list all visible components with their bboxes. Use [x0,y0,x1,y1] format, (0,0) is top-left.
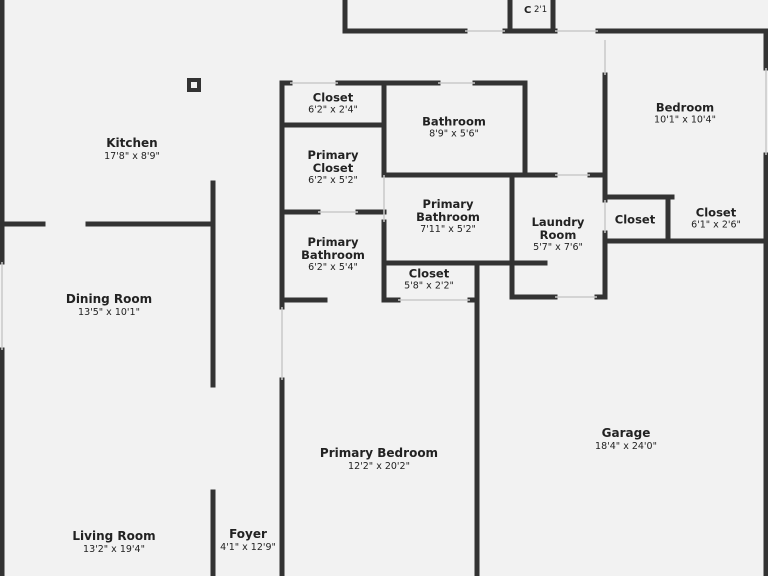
room-dimensions: 6'2" x 5'2" [308,175,358,187]
room-name: Kitchen [106,136,158,151]
room-dimensions: 6'2" x 5'4" [308,262,358,274]
room-bathroom: Bathroom 8'9" x 5'6" [422,115,486,140]
room-name: Bedroom [655,100,715,115]
room-laundry-room: Laundry Room 5'7" x 7'6" [531,214,585,254]
room-name: Closet [614,212,656,227]
room-living-room: Living Room 13'2" x 19'4" [72,529,156,556]
room-dimensions: 18'4" x 24'0" [595,440,657,452]
room-garage: Garage 18'4" x 24'0" [595,426,657,453]
room-closet-right-a: Closet [615,213,655,226]
room-dimensions: 5'8" x 2'2" [404,280,454,292]
room-dimensions: 7'11" x 5'2" [420,224,476,236]
room-name: Closet [312,90,354,105]
room-closet-top: Closet 6'2" x 2'4" [308,91,358,116]
room-dimensions: 8'9" x 5'6" [429,128,479,140]
room-name: Living Room [72,529,156,544]
room-closet-right-b: Closet 6'1" x 2'6" [691,206,741,231]
outlet-icon-inner [191,82,197,88]
room-dimensions: 13'5" x 10'1" [78,306,140,318]
room-dimensions: 12'2" x 20'2" [348,460,410,472]
room-closet-mid: Closet 5'8" x 2'2" [404,267,454,292]
room-dimensions: 6'2" x 2'4" [308,104,358,116]
room-bedroom: Bedroom 10'1" x 10'4" [654,101,716,126]
room-foyer: Foyer 4'1" x 12'9" [220,527,276,554]
openings [1,30,767,380]
room-primary-bathroom-center: Primary Bathroom 7'11" x 5'2" [416,196,480,236]
room-dimensions: 2'1 [534,5,548,15]
room-dimensions: 4'1" x 12'9" [220,541,276,553]
room-dimensions: 13'2" x 19'4" [83,543,145,555]
room-dimensions: 6'1" x 2'6" [691,219,741,231]
room-dimensions: 5'7" x 7'6" [533,242,583,254]
room-kitchen: Kitchen 17'8" x 8'9" [104,136,160,163]
room-name: Dining Room [65,292,153,307]
room-name: Closet [408,266,450,281]
room-name: Primary Bedroom [319,446,439,461]
room-name: Foyer [229,527,267,542]
room-name: Primary Closet [307,147,359,176]
room-dimensions: 17'8" x 8'9" [104,150,160,162]
room-name: C [524,5,532,16]
room-dimensions: 10'1" x 10'4" [654,114,716,126]
room-name: Primary Bathroom [301,234,365,263]
room-dining-room: Dining Room 13'5" x 10'1" [65,292,153,319]
room-primary-bathroom-left: Primary Bathroom 6'2" x 5'4" [301,234,365,274]
room-closet-clipped-dim: 2'1 [534,6,547,15]
room-name: Closet [695,205,737,220]
room-name: Primary Bathroom [416,196,480,225]
room-name: Laundry Room [531,214,585,243]
room-primary-bedroom: Primary Bedroom 12'2" x 20'2" [319,446,439,473]
room-primary-closet: Primary Closet 6'2" x 5'2" [307,147,359,187]
room-name: Bathroom [422,114,486,129]
room-name: Garage [601,426,651,441]
